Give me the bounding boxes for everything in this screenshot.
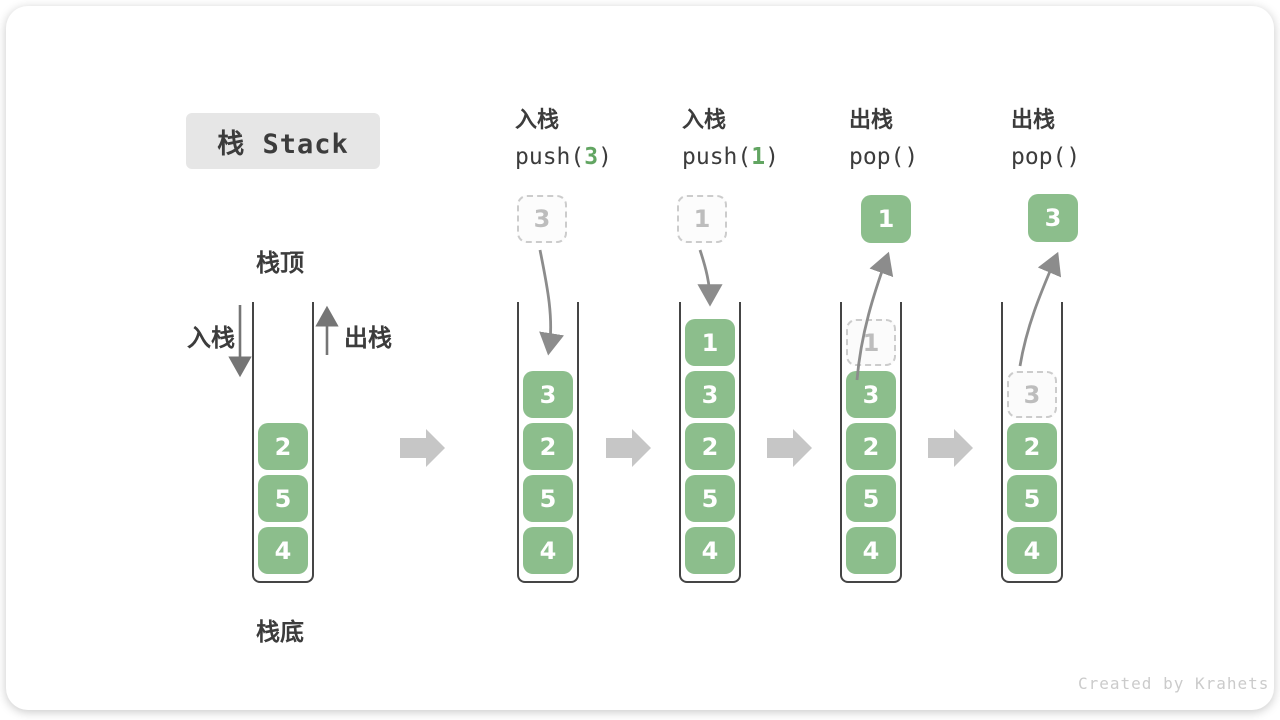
- transition-arrow-icon: [400, 429, 445, 467]
- float-value-push-3: 3: [517, 195, 567, 243]
- op-header-push-1: 入栈 push(1): [682, 106, 779, 172]
- stack-state-initial: 2 5 4: [252, 302, 314, 583]
- stack-block: 3: [685, 371, 735, 418]
- stack-block-ghost: 1: [846, 319, 896, 366]
- diagram-card: [6, 6, 1274, 710]
- op-header-push-3: 入栈 push(3): [515, 106, 612, 172]
- stack-top-label: 栈顶: [256, 249, 304, 277]
- code-post: ): [1066, 144, 1081, 170]
- float-value-push-1: 1: [677, 195, 727, 243]
- code-pre: pop(: [1011, 144, 1067, 170]
- op-code-label: push(3): [515, 142, 612, 172]
- stack-block: 4: [846, 527, 896, 574]
- code-post: ): [765, 144, 779, 170]
- transition-arrow-icon: [928, 429, 973, 467]
- stack-block: 5: [1007, 475, 1057, 522]
- code-pre: push(: [682, 144, 752, 170]
- code-arg: 1: [751, 144, 766, 170]
- op-code-label: push(1): [682, 142, 779, 172]
- stack-block: 5: [685, 475, 735, 522]
- code-post: ): [904, 144, 919, 170]
- stack-block: 2: [523, 423, 573, 470]
- float-value-popped-1: 1: [861, 195, 911, 243]
- stack-state-after-pop-1: 1 3 2 5 4: [840, 302, 902, 583]
- code-pre: pop(: [849, 144, 905, 170]
- op-cn-label: 入栈: [515, 108, 560, 133]
- op-cn-label: 出栈: [1011, 108, 1056, 133]
- float-value-popped-3: 3: [1028, 194, 1078, 242]
- watermark-credit: Created by Krahets: [1078, 674, 1270, 693]
- stack-block: 5: [846, 475, 896, 522]
- op-code-label: pop(): [849, 142, 918, 172]
- op-header-pop-1: 出栈 pop(): [849, 106, 918, 172]
- stack-block: 3: [523, 371, 573, 418]
- push-side-label: 入栈: [187, 324, 235, 352]
- stack-block: 4: [685, 527, 735, 574]
- stack-block: 5: [258, 475, 308, 522]
- transition-arrow-icon: [606, 429, 651, 467]
- stack-block: 4: [258, 527, 308, 574]
- diagram-title: 栈 Stack: [186, 113, 380, 169]
- op-cn-label: 入栈: [682, 108, 727, 133]
- stack-bottom-label: 栈底: [256, 618, 304, 646]
- op-code-label: pop(): [1011, 142, 1080, 172]
- stack-block: 3: [846, 371, 896, 418]
- stack-block: 1: [685, 319, 735, 366]
- code-post: ): [598, 144, 612, 170]
- pop-side-label: 出栈: [344, 324, 392, 352]
- stack-block: 4: [523, 527, 573, 574]
- op-header-pop-2: 出栈 pop(): [1011, 106, 1080, 172]
- transition-arrow-icon: [767, 429, 812, 467]
- stack-block: 4: [1007, 527, 1057, 574]
- stack-state-after-push-1: 1 3 2 5 4: [679, 302, 741, 583]
- stack-block: 2: [846, 423, 896, 470]
- code-pre: push(: [515, 144, 585, 170]
- stack-block-ghost: 3: [1007, 371, 1057, 418]
- code-arg: 3: [584, 144, 599, 170]
- stack-state-after-push-3: 3 2 5 4: [517, 302, 579, 583]
- stack-block: 5: [523, 475, 573, 522]
- stack-block: 2: [1007, 423, 1057, 470]
- stack-state-after-pop-2: 3 2 5 4: [1001, 302, 1063, 583]
- stack-block: 2: [685, 423, 735, 470]
- stack-block: 2: [258, 423, 308, 470]
- op-cn-label: 出栈: [849, 108, 894, 133]
